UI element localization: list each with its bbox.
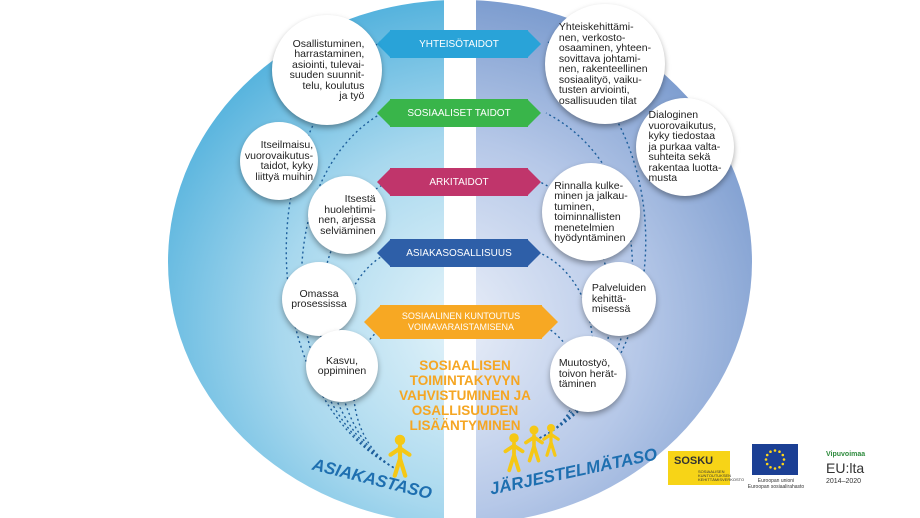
sosku-logo: SOSKU SOSIAALISEN KUNTOUTUKSEN KEHITTÄMI… [668, 451, 745, 485]
person-icon [524, 425, 544, 463]
banner-arrow-left-icon [377, 168, 391, 196]
eu-star-icon [782, 458, 786, 461]
eu-caption: Euroopan unioni Euroopan sosiaalirahasto [747, 478, 805, 490]
bubble-text: Rinnalla kulke- minen ja jalkau- tuminen… [554, 179, 628, 244]
eu-star-icon [781, 462, 785, 466]
bubble-text: Itsestä huolehtimi- nen, arjessa selviäm… [318, 193, 376, 237]
banner-asiakasosallisuus: ASIAKASOSALLISUUS [377, 239, 541, 267]
eu-star-icon [778, 465, 781, 469]
eu-stars-icon [764, 449, 786, 470]
bubble-itseilmaisu: Itseilmaisu, vuorovaikutus- taidot, kyky… [240, 122, 318, 200]
banner-sosiaaliset-taidot: SOSIAALISET TAIDOT [377, 99, 541, 127]
bubble-text: Palveluiden kehittä- misessä [591, 282, 647, 316]
banner-yhteisotaidot: YHTEISÖTAIDOT [377, 30, 541, 58]
person-icon [542, 424, 560, 457]
banner-arrow-left-icon [377, 99, 391, 127]
bubble-yhteiskehittaminen: Yhteiskehittämi- nen, verkosto- osaamine… [545, 4, 665, 124]
sosku-logo-subtext: SOSIAALISEN KUNTOUTUKSEN KEHITTÄMISVERKO… [698, 469, 745, 482]
bubble-rinnalla-kulkeminen: Rinnalla kulke- minen ja jalkau- tuminen… [542, 163, 640, 261]
sosku-logo-text: SOSKU [674, 455, 714, 467]
banner-arrow-left-icon [377, 30, 391, 58]
banner-label: YHTEISÖTAIDOT [419, 38, 499, 50]
bubble-kasvu-oppiminen: Kasvu, oppiminen [306, 330, 378, 402]
banner-label: SOSIAALISET TAIDOT [407, 107, 511, 119]
banner-arrow-right-icon [527, 30, 541, 58]
bubble-text: Dialoginen vuorovaikutus, kyky tiedostaa… [648, 109, 722, 185]
banner-arrow-right-icon [541, 305, 558, 339]
banner-arrow-right-icon [527, 99, 541, 127]
banner-arrow-left-icon [364, 305, 381, 339]
banner-label: ARKITAIDOT [429, 176, 489, 188]
vipuvoimaa-eu-text: EU:lta [826, 460, 865, 476]
bubble-text: Omassa prosessissa [291, 287, 347, 310]
vipuvoimaa-text: Vipuvoimaa [826, 451, 866, 458]
bubble-palveluiden-kehittamisessa: Palveluiden kehittä- misessä [582, 262, 656, 336]
vipuvoimaa-years: 2014–2020 [826, 478, 862, 485]
bubble-text: Itseilmaisu, vuorovaikutus- taidot, kyky… [244, 139, 314, 183]
bubble-text: Kasvu, oppiminen [317, 354, 367, 377]
eu-star-icon [764, 458, 768, 461]
eu-flag-icon [752, 444, 798, 475]
banner-label: SOSIAALINEN KUNTOUTUS VOIMAVARAISTAMISEN… [401, 311, 521, 332]
banner-sosiaalinen-kuntoutus: SOSIAALINEN KUNTOUTUS VOIMAVARAISTAMISEN… [364, 305, 558, 339]
bubble-text: Muutostyö, toivon herät- täminen [558, 357, 618, 391]
eu-star-icon [765, 453, 769, 457]
center-goal-text: SOSIAALISEN TOIMINTAKYVYN VAHVISTUMINEN … [399, 358, 531, 433]
banner-arrow-left-icon [377, 239, 391, 267]
eu-star-icon [773, 449, 777, 452]
eu-star-icon [778, 450, 781, 454]
person-icon [388, 434, 412, 478]
eu-star-icon [781, 453, 785, 457]
bubble-dialoginen-vuorovaikutus: Dialoginen vuorovaikutus, kyky tiedostaa… [636, 98, 734, 196]
bubble-omassa-prosessissa: Omassa prosessissa [282, 262, 356, 336]
bubble-text: Yhteiskehittämi- nen, verkosto- osaamine… [558, 21, 652, 107]
eu-star-icon [769, 450, 772, 454]
banner-arrow-right-icon [527, 239, 541, 267]
banner-arkitaidot: ARKITAIDOT [377, 168, 541, 196]
banner-label: ASIAKASOSALLISUUS [406, 247, 512, 259]
bubble-text: Osallistuminen, harrastaminen, asiointi,… [289, 37, 365, 102]
eu-star-icon [773, 467, 777, 470]
person-icon [503, 433, 525, 473]
eu-star-icon [769, 465, 772, 469]
bubble-muutostyo: Muutostyö, toivon herät- täminen [550, 336, 626, 412]
bubble-osallistuminen: Osallistuminen, harrastaminen, asiointi,… [272, 15, 382, 125]
banner-arrow-right-icon [527, 168, 541, 196]
eu-star-icon [765, 462, 769, 466]
bubble-itsesta-huolehtiminen: Itsestä huolehtimi- nen, arjessa selviäm… [308, 176, 386, 254]
